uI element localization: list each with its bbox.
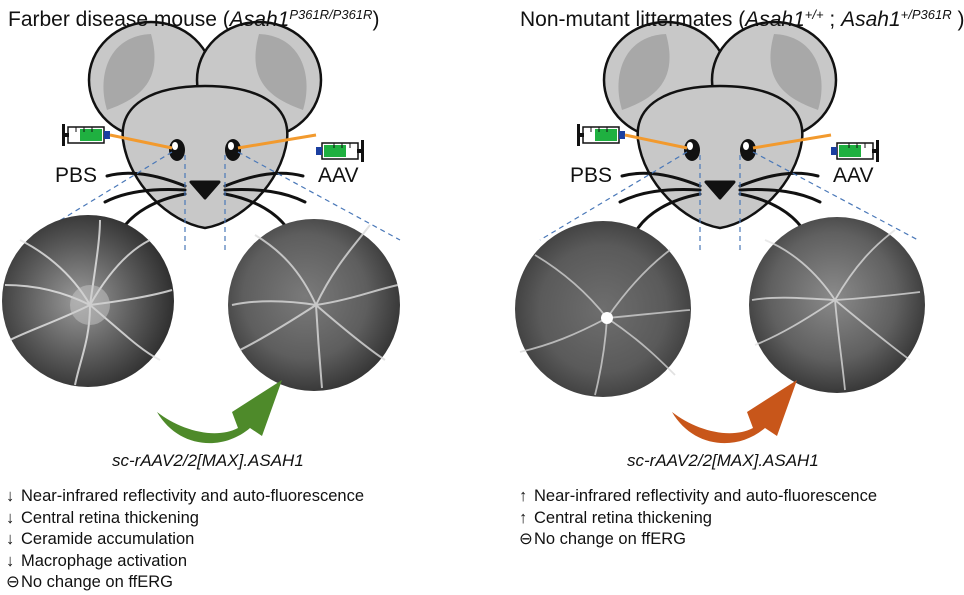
outcome-symbol: ↓ [6,487,15,505]
left-fundus-pbs [2,215,174,387]
left-pbs-syringe [61,123,173,150]
outcome-item: ↑ Near-infrared reflectivity and auto-flu… [519,486,877,508]
right-title: Non-mutant littermates (Asah1+/+ ; Asah1… [520,7,964,31]
left-aav-syringe [237,133,365,163]
outcome-symbol: ⊖ [519,530,533,548]
outcome-item: ↓ Ceramide accumulation [6,529,364,551]
right-guide-lines [539,151,919,250]
outcome-item: ↓ Central retina thickening [6,508,364,530]
left-treatment-arrow [157,380,282,444]
right-aav-syringe [752,133,880,163]
outcome-item: ↓ Macrophage activation [6,551,364,573]
outcome-text: Central retina thickening [534,508,712,527]
left-vector-label: sc-rAAV2/2[MAX].ASAH1 [112,451,304,470]
right-fundus-aav [749,217,925,393]
outcome-item: ⊖No change on ffERG [519,529,877,551]
outcome-symbol: ⊖ [6,573,20,591]
right-pbs-label: PBS [570,164,613,187]
outcome-symbol: ↓ [6,551,15,570]
right-outcomes-list: ↑ Near-infrared reflectivity and auto-flu… [519,486,877,551]
right-vector-label: sc-rAAV2/2[MAX].ASAH1 [627,451,819,470]
right-fundus-pbs [515,221,691,397]
left-pbs-label: PBS [55,164,98,187]
right-mouse [602,20,838,230]
left-guide-lines [27,151,401,250]
right-aav-label: AAV [833,164,874,187]
left-mouse [87,20,323,230]
outcome-item: ⊖No change on ffERG [6,572,364,594]
outcome-symbol: ↓ [6,530,15,548]
outcome-text: Ceramide accumulation [21,530,195,548]
outcome-text: Macrophage activation [21,551,188,570]
outcome-symbol: ↑ [519,508,528,527]
left-outcomes-list: ↓ Near-infrared reflectivity and auto-flu… [6,486,364,594]
outcome-text: No change on ffERG [21,573,173,591]
figure: Farber disease mouse (Asah1P361R/P361R) … [2,7,964,594]
outcome-item: ↑ Central retina thickening [519,508,877,530]
left-title: Farber disease mouse (Asah1P361R/P361R) [8,7,380,31]
figure-artwork [2,20,925,444]
right-pbs-syringe [576,123,688,150]
outcome-symbol: ↓ [6,508,15,527]
right-treatment-arrow [672,380,797,444]
outcome-text: No change on ffERG [534,530,686,548]
left-fundus-aav [228,219,400,391]
outcome-text: Central retina thickening [21,508,199,527]
outcome-symbol: ↑ [519,487,528,505]
outcome-item: ↓ Near-infrared reflectivity and auto-flu… [6,486,364,508]
outcome-text: Near-infrared reflectivity and auto-fluo… [21,487,364,505]
left-aav-label: AAV [318,164,359,187]
outcome-text: Near-infrared reflectivity and auto-fluo… [534,487,877,505]
